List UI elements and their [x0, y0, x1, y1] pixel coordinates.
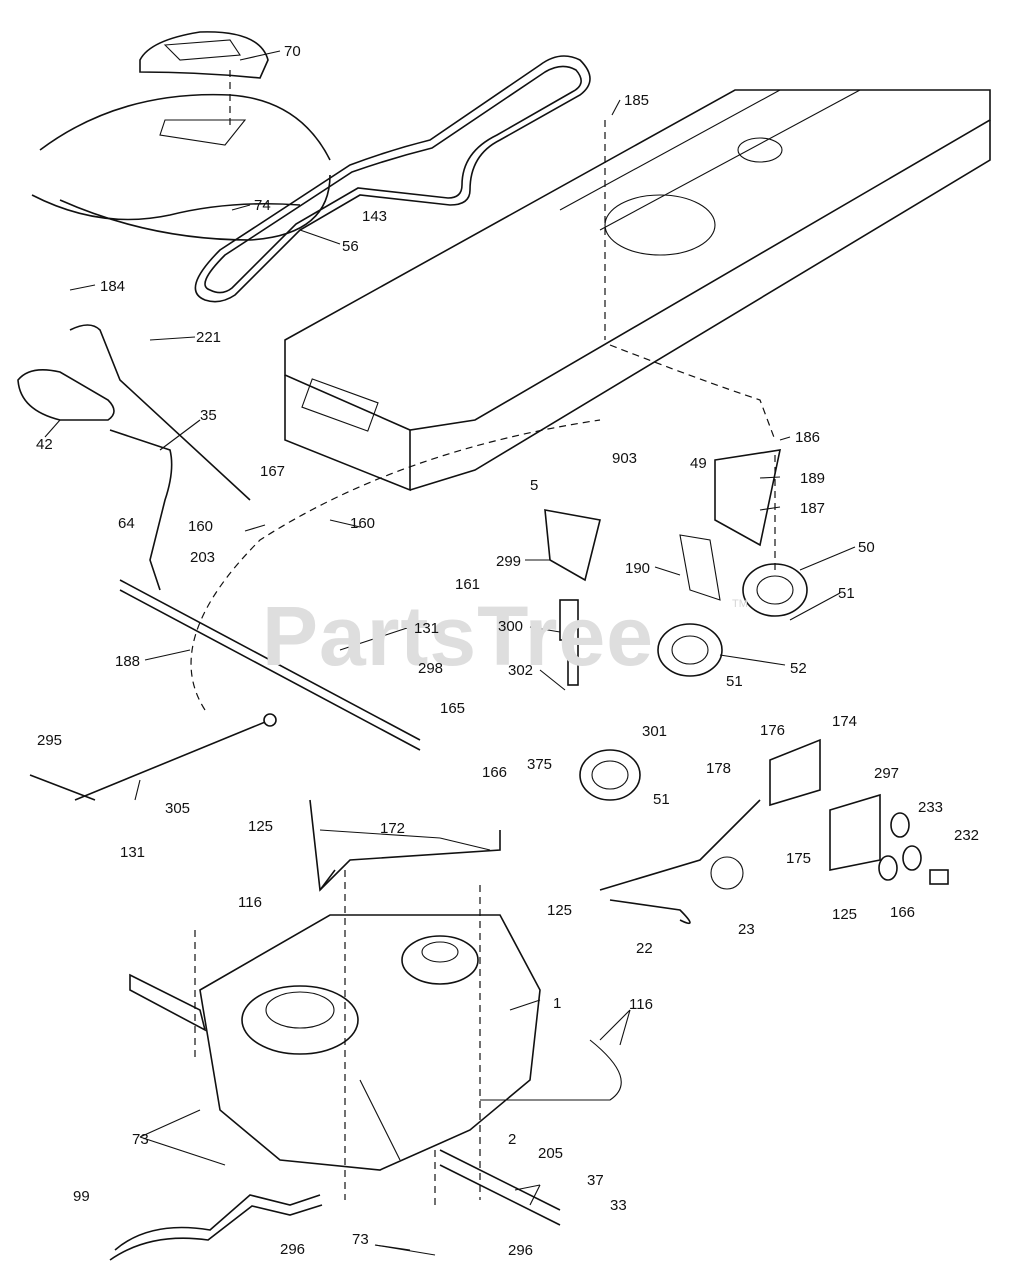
callout-c296a: 296 [280, 1241, 306, 1258]
callout-c221: 221 [196, 329, 222, 346]
callout-c166b: 166 [890, 904, 916, 921]
callout-c99: 99 [73, 1188, 90, 1205]
tractor-frame [284, 89, 991, 492]
shift-cover [139, 31, 269, 130]
callout-c186: 186 [795, 429, 821, 446]
control-cable [29, 713, 277, 801]
callout-c305: 305 [165, 800, 191, 817]
callout-c1: 1 [553, 995, 562, 1012]
callout-c70: 70 [284, 43, 301, 60]
callout-c302: 302 [508, 662, 534, 679]
callout-c161: 161 [455, 576, 481, 593]
callout-c167: 167 [260, 463, 286, 480]
callout-c172: 172 [380, 820, 406, 837]
brake-pedal [17, 324, 601, 751]
callout-c296b: 296 [508, 1242, 534, 1259]
callout-c165: 165 [440, 700, 466, 717]
callout-c143: 143 [362, 208, 388, 225]
callout-c37: 37 [587, 1172, 604, 1189]
callout-c299: 299 [496, 553, 522, 570]
transaxle [129, 914, 561, 1226]
pulley-assembly [544, 120, 808, 801]
watermark-trademark: TM [732, 598, 748, 610]
callout-c174: 174 [832, 713, 858, 730]
callout-c233: 233 [918, 799, 944, 816]
callout-c74: 74 [254, 197, 271, 214]
callout-c51b: 51 [726, 673, 743, 690]
callout-c125a: 125 [248, 818, 274, 835]
mount-bracket [309, 799, 501, 892]
callout-c205: 205 [538, 1145, 564, 1162]
callout-c301: 301 [642, 723, 668, 740]
callout-c73b: 73 [352, 1231, 369, 1248]
callout-c903: 903 [612, 450, 638, 467]
callout-c49: 49 [690, 455, 707, 472]
callout-c295: 295 [37, 732, 63, 749]
callout-c188: 188 [115, 653, 141, 670]
callout-c116a: 116 [238, 894, 262, 911]
callout-c51c: 51 [653, 791, 670, 808]
callout-c176: 176 [760, 722, 786, 739]
callout-c116b: 116 [629, 996, 653, 1013]
callout-c5: 5 [530, 477, 539, 494]
callout-c50: 50 [858, 539, 875, 556]
callout-c300: 300 [498, 618, 524, 635]
callout-c64: 64 [118, 515, 135, 532]
callout-c160b: 160 [350, 515, 376, 532]
callout-c203: 203 [190, 549, 216, 566]
leader-lines [44, 50, 856, 1256]
callout-c51a: 51 [838, 585, 855, 602]
assembly-lines [194, 870, 622, 1210]
callout-c2: 2 [508, 1131, 517, 1148]
callout-c125c: 125 [832, 906, 858, 923]
shift-linkage [599, 738, 949, 925]
callout-c131a: 131 [414, 620, 440, 637]
callout-c185: 185 [624, 92, 650, 109]
callout-c160a: 160 [188, 518, 214, 535]
callout-c178: 178 [706, 760, 732, 777]
callout-c35: 35 [200, 407, 217, 424]
callout-c189: 189 [800, 470, 826, 487]
callout-c125b: 125 [547, 902, 573, 919]
callout-c42: 42 [36, 436, 53, 453]
callout-c298: 298 [418, 660, 444, 677]
callout-c73a: 73 [132, 1131, 149, 1148]
hood-panel [31, 93, 331, 241]
watermark: PartsTree [262, 589, 654, 683]
callout-c232: 232 [954, 827, 980, 844]
callout-c56: 56 [342, 238, 359, 255]
callout-c184: 184 [100, 278, 126, 295]
callout-c187: 187 [800, 500, 826, 517]
callout-c23: 23 [738, 921, 755, 938]
callout-c297: 297 [874, 765, 900, 782]
callout-c131b: 131 [120, 844, 146, 861]
vent-tube [109, 1194, 323, 1261]
callout-c190: 190 [625, 560, 651, 577]
callout-c33: 33 [610, 1197, 627, 1214]
callout-c22: 22 [636, 940, 653, 957]
callout-c52: 52 [790, 660, 807, 677]
callout-c375: 375 [527, 756, 553, 773]
drive-belt [194, 55, 591, 303]
callout-c175: 175 [786, 850, 812, 867]
callout-c166a: 166 [482, 764, 508, 781]
